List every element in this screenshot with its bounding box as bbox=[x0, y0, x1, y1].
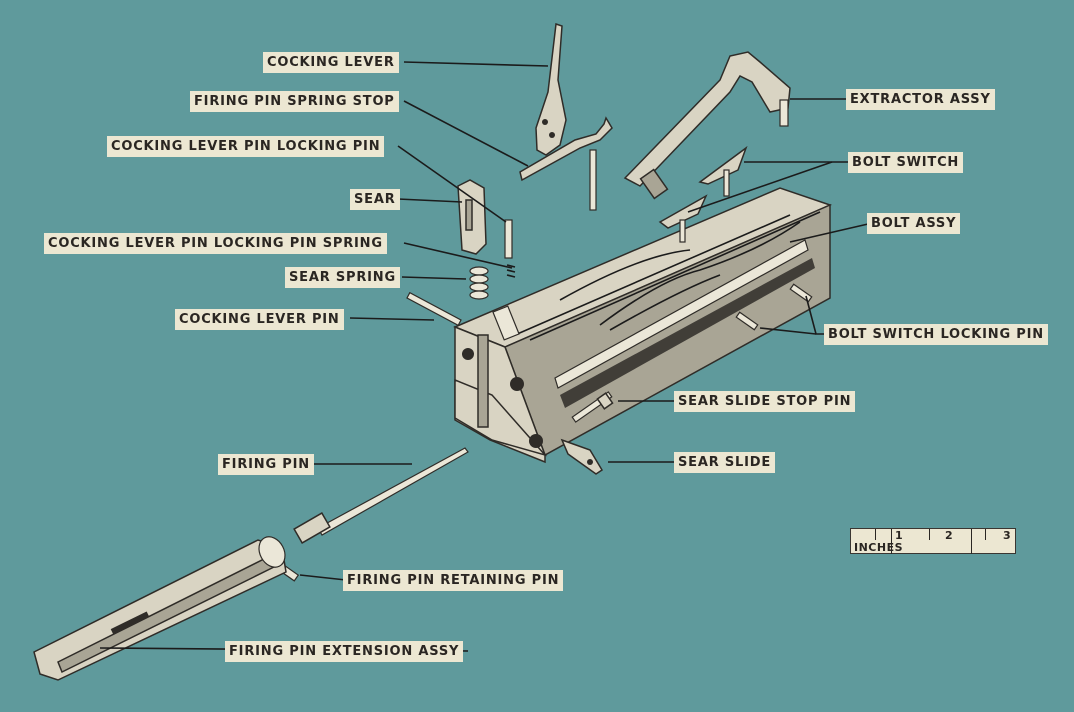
firing-pin-spring-stop-part bbox=[519, 116, 613, 211]
cocking-lever-pin-locking-pin-spring-part bbox=[506, 264, 516, 278]
extractor-assy-part bbox=[623, 51, 791, 200]
label-cocking-lever-pin-locking-pin: COCKING LEVER PIN LOCKING PIN bbox=[107, 136, 385, 157]
firing-pin-part bbox=[293, 447, 469, 544]
scale-mark-3: 3 bbox=[1003, 529, 1011, 542]
bolt-assy-part bbox=[453, 187, 833, 464]
label-cocking-lever-pin-locking-pin-spring: COCKING LEVER PIN LOCKING PIN SPRING bbox=[44, 233, 387, 254]
scale-mark-2: 2 bbox=[945, 529, 953, 542]
inch-scale-bar: 1 2 3 INCHES bbox=[850, 528, 1016, 554]
label-bolt-assy: BOLT ASSY bbox=[867, 213, 961, 234]
label-sear: SEAR bbox=[350, 189, 400, 210]
scale-tick bbox=[985, 529, 986, 540]
label-firing-pin: FIRING PIN bbox=[218, 454, 314, 475]
label-firing-pin-retaining-pin: FIRING PIN RETAINING PIN bbox=[343, 570, 564, 591]
scale-tick bbox=[929, 529, 930, 540]
cocking-lever-part bbox=[535, 22, 567, 156]
bolt-switch-part bbox=[658, 145, 748, 243]
label-firing-pin-spring-stop: FIRING PIN SPRING STOP bbox=[190, 91, 399, 112]
scale-tick bbox=[971, 529, 972, 554]
scale-tick bbox=[875, 529, 876, 540]
sear-slide-stop-pin-part bbox=[571, 391, 614, 423]
label-firing-pin-extension-assy: FIRING PIN EXTENSION ASSY bbox=[225, 641, 464, 662]
sear-part bbox=[457, 179, 487, 255]
label-sear-slide-stop-pin: SEAR SLIDE STOP PIN bbox=[674, 391, 856, 412]
sear-spring-part bbox=[469, 266, 489, 300]
sear-slide-part bbox=[560, 438, 604, 475]
label-sear-spring: SEAR SPRING bbox=[285, 267, 400, 288]
cocking-lever-pin-part bbox=[406, 291, 462, 327]
cocking-lever-pin-locking-pin-part bbox=[504, 219, 513, 259]
scale-unit: INCHES bbox=[854, 541, 904, 554]
scale-mark-1: 1 bbox=[895, 529, 903, 542]
firing-pin-extension-assy-part bbox=[33, 536, 287, 681]
label-bolt-switch: BOLT SWITCH bbox=[848, 152, 964, 173]
label-cocking-lever: COCKING LEVER bbox=[263, 52, 399, 73]
label-sear-slide: SEAR SLIDE bbox=[674, 452, 775, 473]
label-cocking-lever-pin: COCKING LEVER PIN bbox=[175, 309, 344, 330]
label-bolt-switch-locking-pin: BOLT SWITCH LOCKING PIN bbox=[824, 324, 1048, 345]
scale-tick bbox=[891, 529, 892, 554]
label-extractor-assy: EXTRACTOR ASSY bbox=[846, 89, 995, 110]
